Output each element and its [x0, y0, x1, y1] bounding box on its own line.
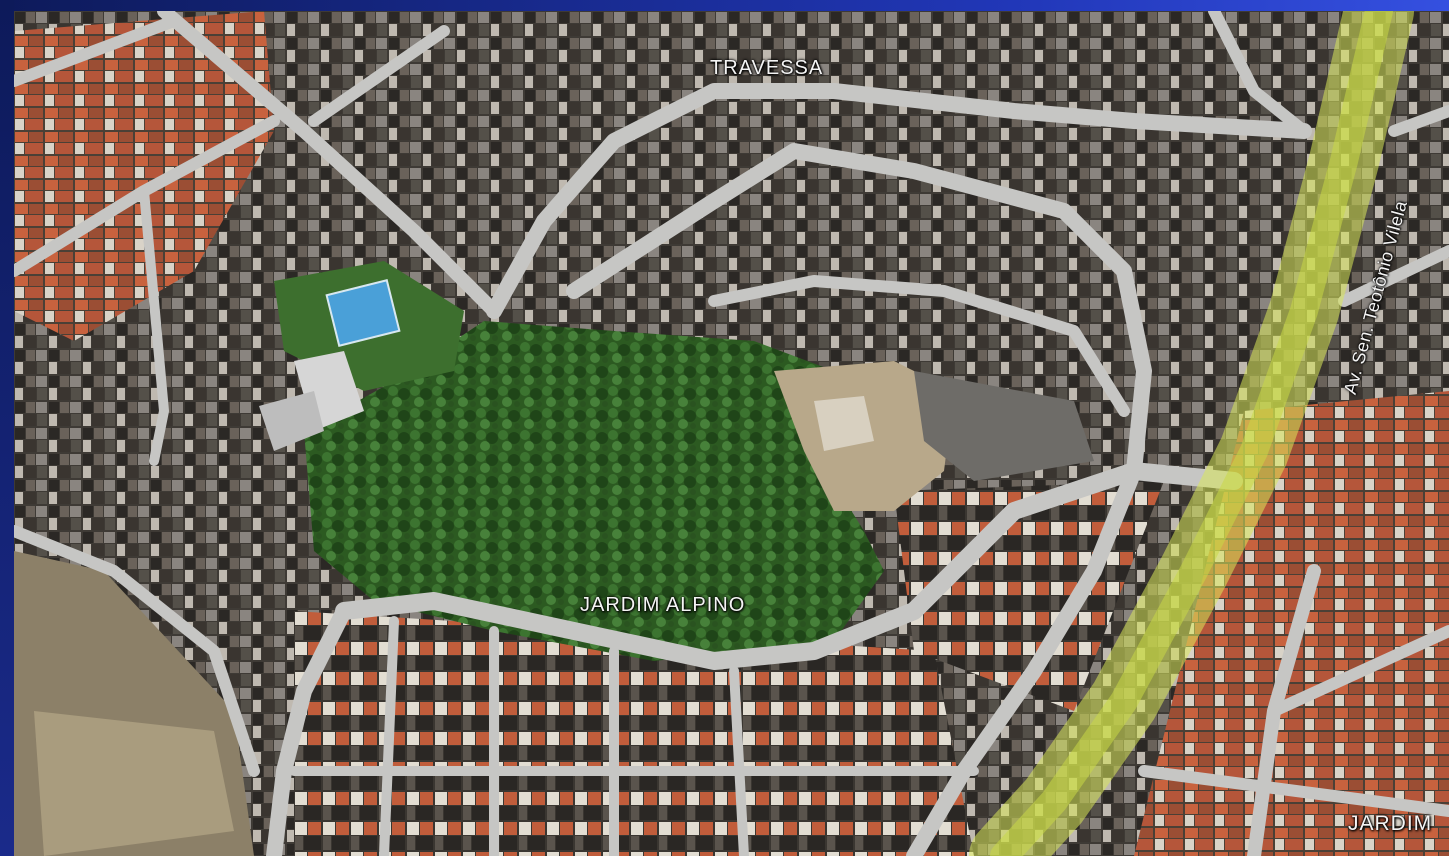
place-label-travessa: TRAVESSA: [710, 57, 824, 79]
bare-ground-patch: [34, 711, 234, 856]
warehouse-roof-2: [259, 391, 324, 451]
place-label-jardim-alpino: JARDIM ALPINO: [580, 594, 746, 616]
top-frame-bar: [0, 0, 1449, 11]
satellite-map-view[interactable]: TRAVESSA JARDIM ALPINO Av. Sen. Teotônio…: [14, 11, 1449, 856]
place-label-jardim: JARDIM: [1348, 812, 1433, 835]
neighborhood-southeast: [894, 481, 1164, 711]
rubble-area: [814, 396, 874, 451]
neighborhood-northwest: [14, 11, 274, 341]
highlighted-avenue-core: [990, 11, 1393, 856]
map-canvas[interactable]: [14, 11, 1449, 856]
road-network: [14, 11, 1449, 856]
neighborhood-south: [294, 611, 974, 856]
sports-court: [325, 279, 401, 347]
forest-jardim-alpino: [304, 321, 884, 661]
left-frame-bar: [0, 0, 14, 856]
parking-lot: [914, 371, 1094, 481]
neighborhood-east: [1134, 391, 1449, 856]
